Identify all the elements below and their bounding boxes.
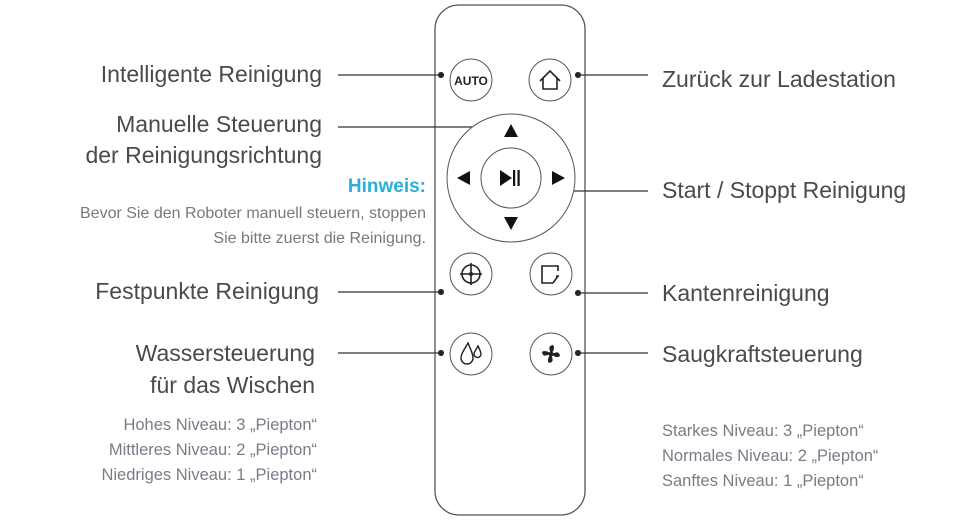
label-intelligent-cleaning: Intelligente Reinigung xyxy=(100,61,322,87)
spot-cleaning-button[interactable] xyxy=(449,252,493,296)
label-water-control-1: Wassersteuerung xyxy=(135,340,315,366)
suction-level-normal: Normales Niveau: 2 „Piepton“ xyxy=(662,447,879,465)
label-manual-control-2: der Reinigungsrichtung xyxy=(85,142,322,168)
water-control-button[interactable] xyxy=(449,332,493,376)
edge-cleaning-button[interactable] xyxy=(529,252,573,296)
hint-line-2: Sie bitte zuerst die Reinigung. xyxy=(213,230,426,247)
play-pause-button[interactable] xyxy=(480,147,542,209)
play-pause-icon xyxy=(500,170,520,186)
water-drops-icon xyxy=(460,341,482,365)
suction-control-button[interactable] xyxy=(529,332,573,376)
home-icon xyxy=(539,69,561,90)
water-level-low: Niedriges Niveau: 1 „Piepton“ xyxy=(101,466,317,484)
arrow-right-icon[interactable] xyxy=(552,171,565,185)
label-suction-control: Saugkraftsteuerung xyxy=(662,341,863,367)
label-water-control-2: für das Wischen xyxy=(150,372,315,398)
edge-icon xyxy=(541,265,559,284)
home-button[interactable] xyxy=(528,58,572,102)
fan-icon xyxy=(542,345,560,363)
water-level-high: Hohes Niveau: 3 „Piepton“ xyxy=(123,416,317,434)
label-edge-cleaning: Kantenreinigung xyxy=(662,280,830,306)
hint-line-1: Bevor Sie den Roboter manuell steuern, s… xyxy=(80,205,426,222)
label-spot-cleaning: Festpunkte Reinigung xyxy=(95,278,319,304)
arrow-down-icon[interactable] xyxy=(504,217,518,230)
auto-button[interactable]: AUTO xyxy=(449,58,493,102)
label-start-stop: Start / Stoppt Reinigung xyxy=(662,177,907,203)
arrow-up-icon[interactable] xyxy=(504,124,518,137)
suction-level-gentle: Sanftes Niveau: 1 „Piepton“ xyxy=(662,472,864,490)
water-level-medium: Mittleres Niveau: 2 „Piepton“ xyxy=(108,441,317,459)
arrow-left-icon[interactable] xyxy=(457,171,470,185)
label-return-to-dock: Zurück zur Ladestation xyxy=(662,66,896,92)
auto-label: AUTO xyxy=(454,74,488,88)
suction-level-strong: Starkes Niveau: 3 „Piepton“ xyxy=(662,422,864,440)
label-manual-control-1: Manuelle Steuerung xyxy=(116,111,322,137)
hint-title: Hinweis: xyxy=(347,176,426,197)
